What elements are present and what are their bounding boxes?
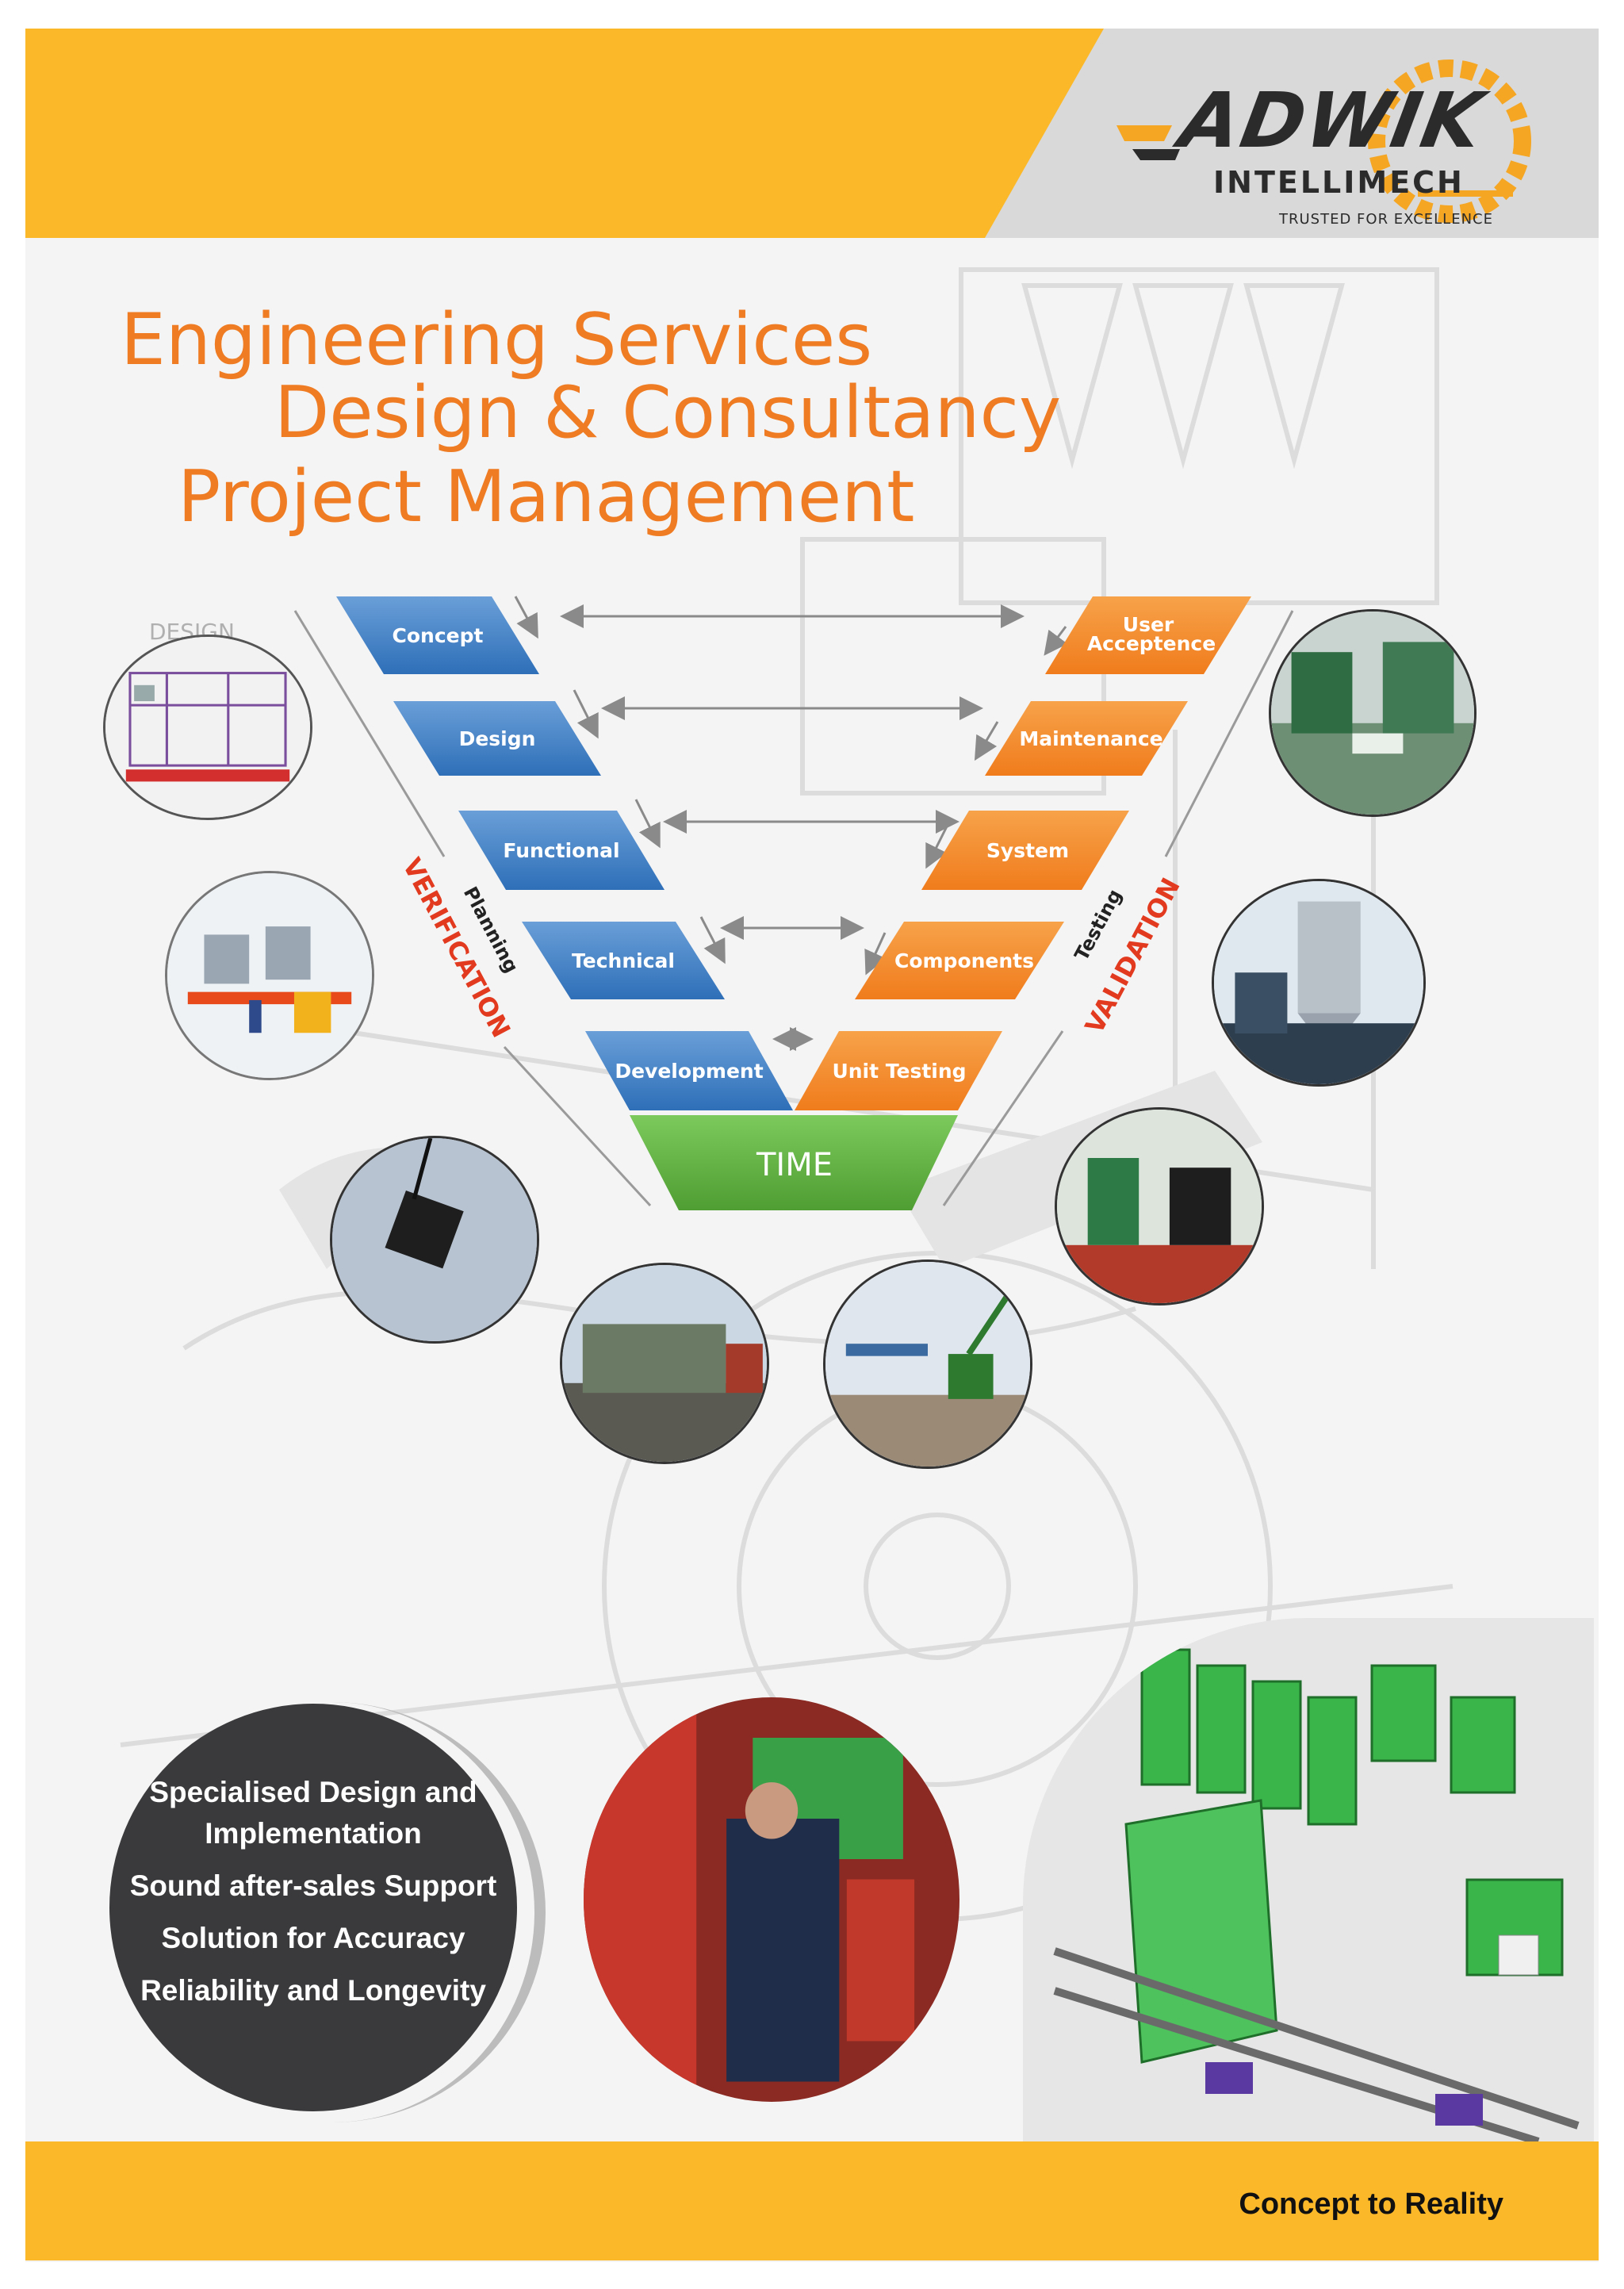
feature-reliability: Reliability and Longevity (140, 1974, 486, 2007)
label-design: Design (459, 727, 536, 750)
development-box (585, 1031, 793, 1110)
label-maintenance: Maintenance (1019, 727, 1162, 750)
right-guide-line (1164, 610, 1294, 857)
components-box (855, 922, 1064, 999)
label-unit-testing: Unit Testing (832, 1060, 966, 1083)
feature-accuracy: Solution for Accuracy (161, 1922, 465, 1954)
feature-design-implementation-2: Implementation (205, 1817, 422, 1850)
truck-transport-photo (560, 1263, 769, 1464)
silo-structure-photo (1212, 879, 1426, 1087)
left-lower-guide-line (503, 1045, 652, 1207)
design-box (393, 701, 601, 776)
technical-box (522, 922, 725, 999)
plant-interior-photo (1269, 609, 1477, 817)
unit-testing-box (795, 1031, 1002, 1110)
label-user: User (1123, 613, 1174, 636)
plant-render-photo (1023, 1618, 1594, 2141)
plant-render-graphic (1023, 1618, 1594, 2141)
feature-after-sales: Sound after-sales Support (129, 1869, 497, 1902)
footer-slogan: Concept to Reality (1239, 2187, 1503, 2221)
title-project-management: Project Management (178, 455, 915, 539)
label-development: Development (615, 1060, 763, 1083)
crane-lift-photo (330, 1136, 539, 1344)
left-guide-line (293, 610, 446, 857)
3d-model-photo (165, 871, 374, 1080)
header-band (25, 29, 1599, 238)
validation-label: VALIDATION (1079, 872, 1186, 1038)
footer-band: Concept to Reality (25, 2141, 1599, 2260)
label-technical: Technical (572, 949, 675, 972)
right-lower-guide-line (942, 1030, 1064, 1206)
technician-panel-photo (584, 1697, 959, 2102)
label-time: TIME (756, 1147, 833, 1183)
label-concept: Concept (393, 624, 484, 647)
site-erection-photo (823, 1260, 1032, 1469)
gear-icon (1116, 59, 1531, 223)
features-circle: Specialised Design and Implementation So… (109, 1704, 517, 2111)
label-system: System (986, 839, 1069, 862)
cad-layout-photo (103, 635, 312, 820)
maintenance-box (985, 701, 1188, 776)
time-box (630, 1115, 958, 1210)
title-design-consultancy: Design & Consultancy (274, 371, 1062, 454)
label-functional: Functional (503, 839, 619, 862)
label-acceptence: Acceptence (1087, 632, 1216, 655)
concept-box (336, 596, 539, 674)
label-components: Components (894, 949, 1034, 972)
factory-floor-photo (1055, 1107, 1264, 1306)
functional-box (458, 811, 665, 890)
title-engineering-services: Engineering Services (121, 298, 873, 382)
feature-design-implementation-1: Specialised Design and (149, 1776, 477, 1808)
company-logo: ADWIK INTELLIMECH TRUSTED FOR EXCELLENCE (1116, 54, 1561, 236)
logo-tagline: TRUSTED FOR EXCELLENCE (1279, 211, 1493, 228)
user-acceptance-box (1045, 596, 1251, 674)
logo-subtitle: INTELLIMECH (1213, 165, 1465, 200)
system-box (921, 811, 1129, 890)
